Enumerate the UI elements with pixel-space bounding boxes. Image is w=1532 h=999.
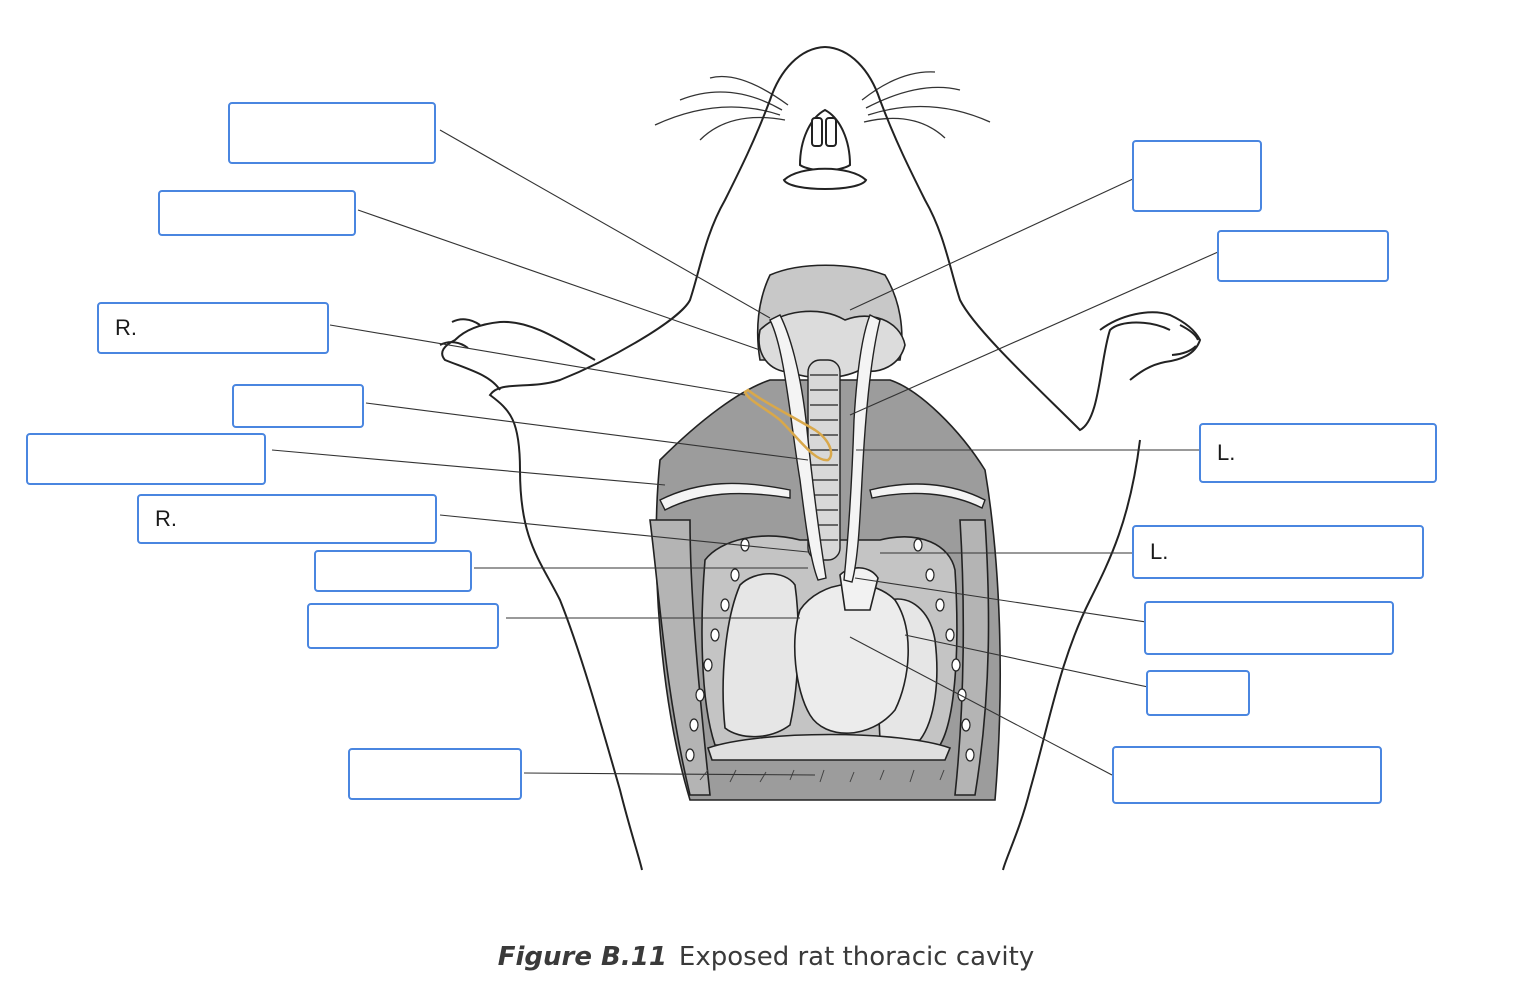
label-prefix: L. <box>1217 440 1236 465</box>
label-box-left-8[interactable] <box>307 603 499 649</box>
label-box-right-6[interactable] <box>1146 670 1250 716</box>
major-vessels <box>659 314 986 583</box>
label-box-right-3[interactable]: L. <box>1199 423 1437 483</box>
label-box-left-7[interactable] <box>314 550 472 592</box>
label-prefix: R. <box>155 506 177 531</box>
rat-mouth <box>782 108 868 190</box>
label-box-left-1[interactable] <box>228 102 436 164</box>
label-box-left-4[interactable] <box>232 384 364 428</box>
figure-number: Figure B.11 <box>497 942 667 972</box>
label-box-left-9[interactable] <box>348 748 522 800</box>
label-box-right-5[interactable] <box>1144 601 1394 655</box>
label-prefix: R. <box>115 315 137 340</box>
label-box-left-5[interactable] <box>26 433 266 485</box>
label-box-left-6[interactable]: R. <box>137 494 437 544</box>
label-box-left-3[interactable]: R. <box>97 302 329 354</box>
label-box-right-2[interactable] <box>1217 230 1389 282</box>
leader-lines <box>271 129 1219 776</box>
label-box-right-1[interactable] <box>1132 140 1262 212</box>
rat-body-outline <box>439 46 1202 871</box>
thoracic-cavity <box>649 264 1001 801</box>
figure-title: Exposed rat thoracic cavity <box>678 942 1035 972</box>
figure-caption: Figure B.11 Exposed rat thoracic cavity <box>0 942 1532 972</box>
label-box-right-7[interactable] <box>1112 746 1382 804</box>
highlighted-nerve <box>743 388 833 462</box>
label-box-left-2[interactable] <box>158 190 356 236</box>
label-prefix: L. <box>1150 539 1169 564</box>
label-box-right-4[interactable]: L. <box>1132 525 1424 579</box>
whiskers <box>654 71 991 141</box>
ribs <box>685 538 975 762</box>
